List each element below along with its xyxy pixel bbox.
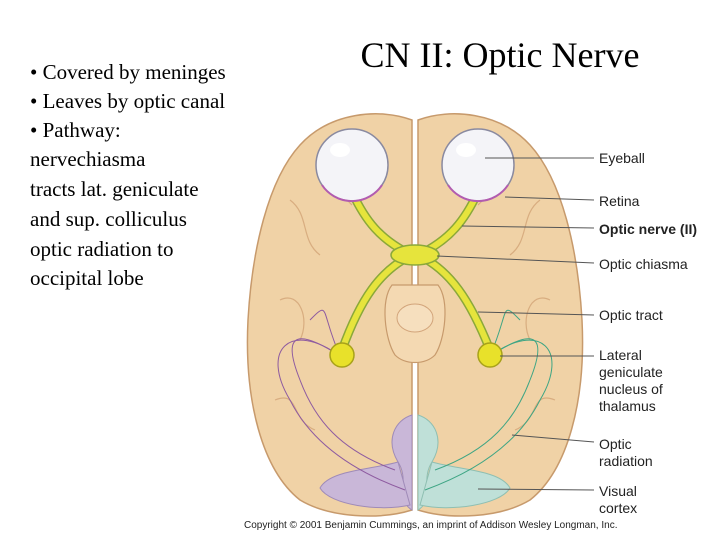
optic-radiation-left (277, 309, 406, 491)
label-lgn-line-1: Lateral (599, 347, 642, 363)
pathway-line-1: nervechiasma (30, 145, 270, 175)
brainstem (384, 284, 446, 364)
bullet-pathway: • Pathway: (30, 118, 121, 142)
label-optic-radiation-line-1: Optic (599, 436, 632, 452)
label-eyeball: Eyeball (599, 150, 645, 166)
leader-lines (436, 157, 595, 491)
label-optic-tract: Optic tract (599, 307, 663, 323)
optic-radiation-right (424, 309, 553, 491)
label-lgn-line-3: nucleus of (599, 381, 663, 397)
pathway-line-4: optic radiation to (30, 237, 174, 261)
label-optic-radiation-line-2: radiation (599, 453, 653, 469)
bullet-meninges: • Covered by meninges (30, 60, 226, 84)
pathway-colliculus: and sup. colliculus (30, 207, 187, 231)
eyeball-left (315, 128, 389, 203)
label-optic-nerve: Optic nerve (II) (599, 221, 698, 237)
bullet-list: • Covered by meninges • Leaves by optic … (30, 58, 270, 293)
pathway-line-5: occipital lobe (30, 266, 144, 290)
visual-cortex-left-lobe (319, 461, 411, 509)
optic-chiasma (390, 244, 440, 266)
label-visual-cortex-line-1: Visual (599, 483, 637, 499)
copyright-notice: Copyright © 2001 Benjamin Cummings, an i… (244, 520, 618, 531)
pathway-tracts: tracts (30, 177, 76, 201)
label-lgn-line-4: thalamus (599, 398, 656, 414)
label-visual-cortex-line-2: cortex (599, 500, 638, 516)
pathway-nerve: nerve (30, 147, 77, 171)
label-lgn-line-2: geniculate (599, 364, 663, 380)
lgn-right (477, 342, 503, 368)
label-optic-chiasma: Optic chiasma (599, 256, 688, 272)
label-retina: Retina (599, 193, 640, 209)
label-optic-radiation: Optic radiation (599, 436, 653, 470)
pathway-chiasma: chiasma (76, 147, 146, 171)
brain-outline (246, 113, 584, 517)
bullet-optic-canal: • Leaves by optic canal (30, 89, 226, 113)
eyeball-right (441, 128, 515, 203)
label-visual-cortex: Visual cortex (599, 483, 637, 517)
pathway-line-2: tracts lat. geniculate (30, 175, 270, 205)
pathway-line-3: and sup. colliculus (30, 205, 270, 235)
lgn-left (329, 342, 355, 368)
pathway-lgn: lat. geniculate (80, 177, 199, 201)
slide-title: CN II: Optic Nerve (360, 35, 640, 75)
label-lgn: Lateral geniculate nucleus of thalamus (599, 347, 663, 415)
visual-cortex-right-lobe (419, 461, 511, 509)
